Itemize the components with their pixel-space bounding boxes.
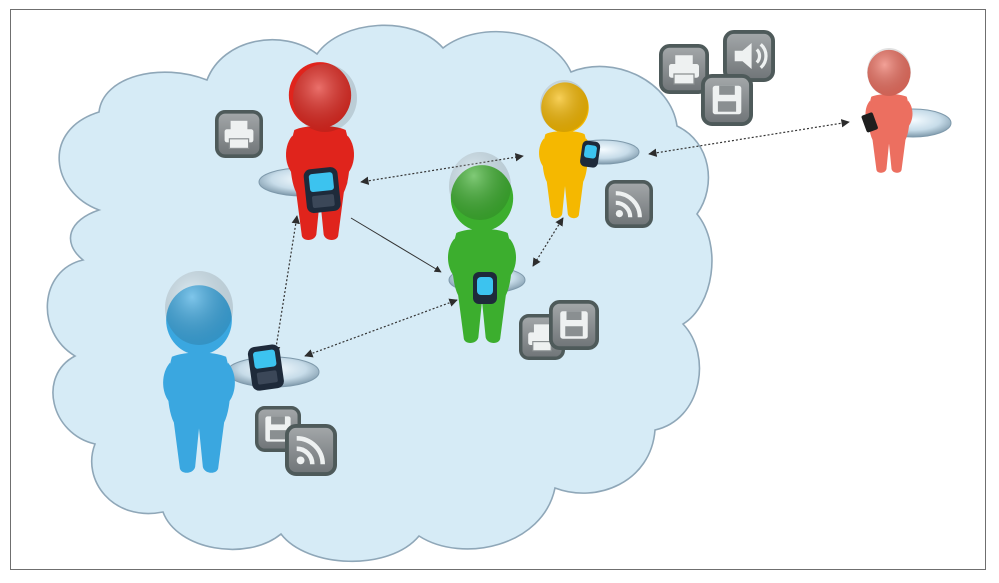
person-yellow — [539, 80, 640, 219]
phone-icon — [303, 167, 341, 214]
link-yellow-green — [532, 217, 564, 267]
smartphone-icon — [861, 112, 878, 133]
link-red-green-solid — [350, 217, 442, 273]
cloud-shape — [46, 24, 713, 563]
link-blue-green — [304, 298, 458, 358]
rss-icon — [285, 424, 337, 476]
printer-icon — [659, 44, 709, 94]
person-red — [258, 62, 357, 240]
network-diagram — [46, 24, 952, 563]
link-yellow-remote — [648, 119, 850, 157]
floppy-disk-icon — [701, 74, 753, 126]
pda-icon — [580, 140, 601, 168]
diagram-frame — [10, 9, 986, 570]
rss-icon — [605, 180, 653, 228]
printer-icon — [215, 110, 263, 158]
link-red-blue — [272, 215, 300, 355]
person-blue — [163, 271, 320, 473]
floppy-disk-icon — [549, 300, 599, 350]
person-remote — [861, 48, 952, 173]
person-green — [447, 152, 526, 343]
pda-icon — [473, 272, 497, 304]
speaker-icon — [723, 30, 775, 82]
phone-icon — [247, 344, 284, 391]
